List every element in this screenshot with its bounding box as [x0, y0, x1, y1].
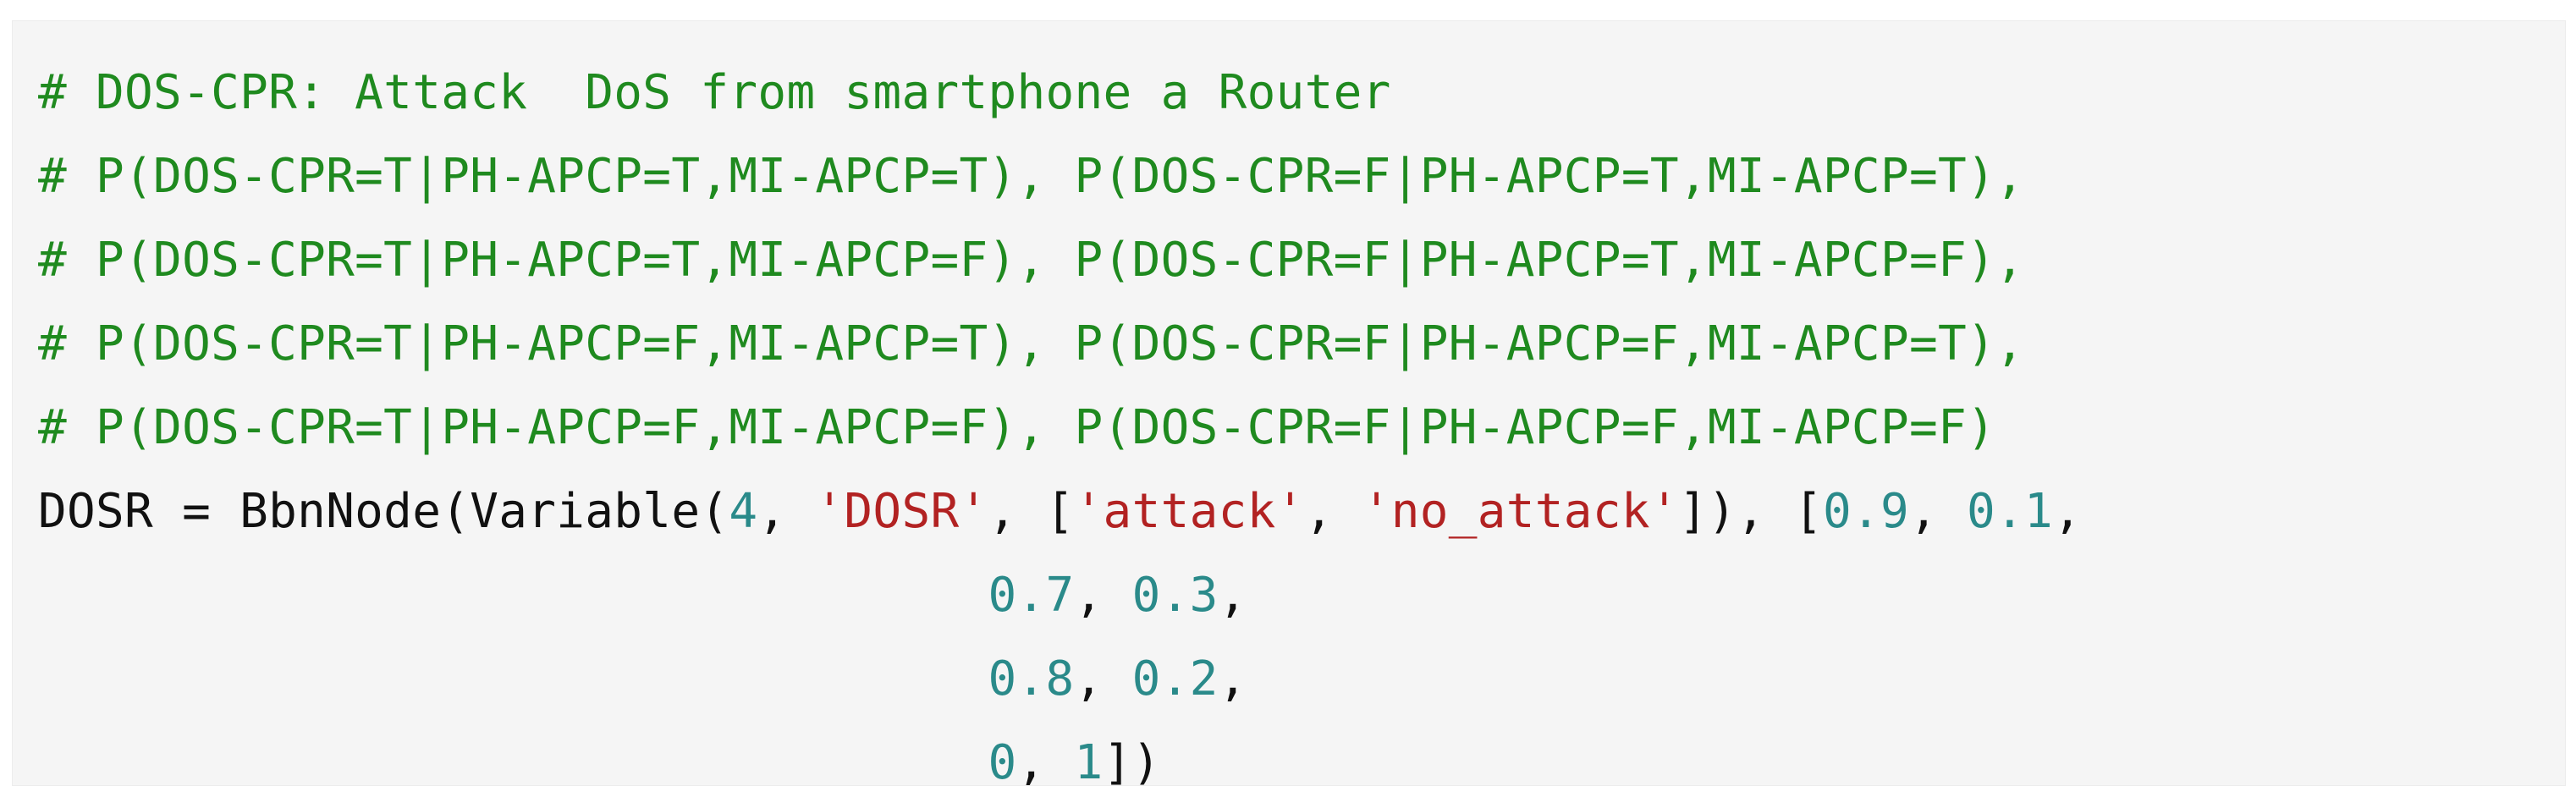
code-separator: ])	[1103, 735, 1161, 790]
code-line-bbnnode-assignment: DOSR = BbnNode(Variable(4, 'DOSR', ['att…	[38, 470, 2082, 553]
code-separator: , [	[988, 484, 1075, 539]
comment-line-probabilities-4: # P(DOS-CPR=T|PH-APCP=F,MI-APCP=F), P(DO…	[38, 400, 1996, 455]
code-assignment-head: DOSR = BbnNode(Variable(	[38, 484, 729, 539]
probability-value: 0.7	[988, 568, 1075, 623]
code-line-probability-row-4: 0, 1])	[38, 721, 1161, 805]
comment-line-title: # DOS-CPR: Attack DoS from smartphone a …	[38, 65, 1391, 120]
code-line-probability-row-3: 0.8, 0.2,	[38, 637, 1247, 721]
code-separator: ,	[1218, 651, 1247, 706]
probability-value: 0.2	[1131, 651, 1219, 706]
probability-value: 0.9	[1822, 484, 1909, 539]
variable-index-number: 4	[729, 484, 758, 539]
comment-line-probabilities-1: # P(DOS-CPR=T|PH-APCP=T,MI-APCP=T), P(DO…	[38, 149, 2025, 204]
probability-value: 0	[988, 735, 1017, 790]
probability-value: 0.3	[1131, 568, 1219, 623]
code-line-probability-row-2: 0.7, 0.3,	[38, 553, 1247, 637]
code-separator: ,	[757, 484, 816, 539]
variable-name-string: 'DOSR'	[815, 484, 988, 539]
code-separator: ,	[1074, 568, 1132, 623]
state-attack-string: 'attack'	[1074, 484, 1305, 539]
comment-line-probabilities-3: # P(DOS-CPR=T|PH-APCP=F,MI-APCP=T), P(DO…	[38, 316, 2025, 371]
code-separator: ,	[1074, 651, 1132, 706]
code-separator: ,	[1304, 484, 1362, 539]
code-separator: ]), [	[1678, 484, 1823, 539]
probability-value: 0.8	[988, 651, 1075, 706]
code-separator: ,	[2053, 484, 2083, 539]
code-separator: ,	[1909, 484, 1968, 539]
probability-value: 1	[1074, 735, 1104, 790]
comment-line-probabilities-2: # P(DOS-CPR=T|PH-APCP=T,MI-APCP=F), P(DO…	[38, 233, 2025, 288]
state-no-attack-string: 'no_attack'	[1362, 484, 1679, 539]
code-separator: ,	[1016, 735, 1075, 790]
probability-value: 0.1	[1967, 484, 2054, 539]
code-block: # DOS-CPR: Attack DoS from smartphone a …	[12, 20, 2566, 790]
code-separator: ,	[1218, 568, 1247, 623]
